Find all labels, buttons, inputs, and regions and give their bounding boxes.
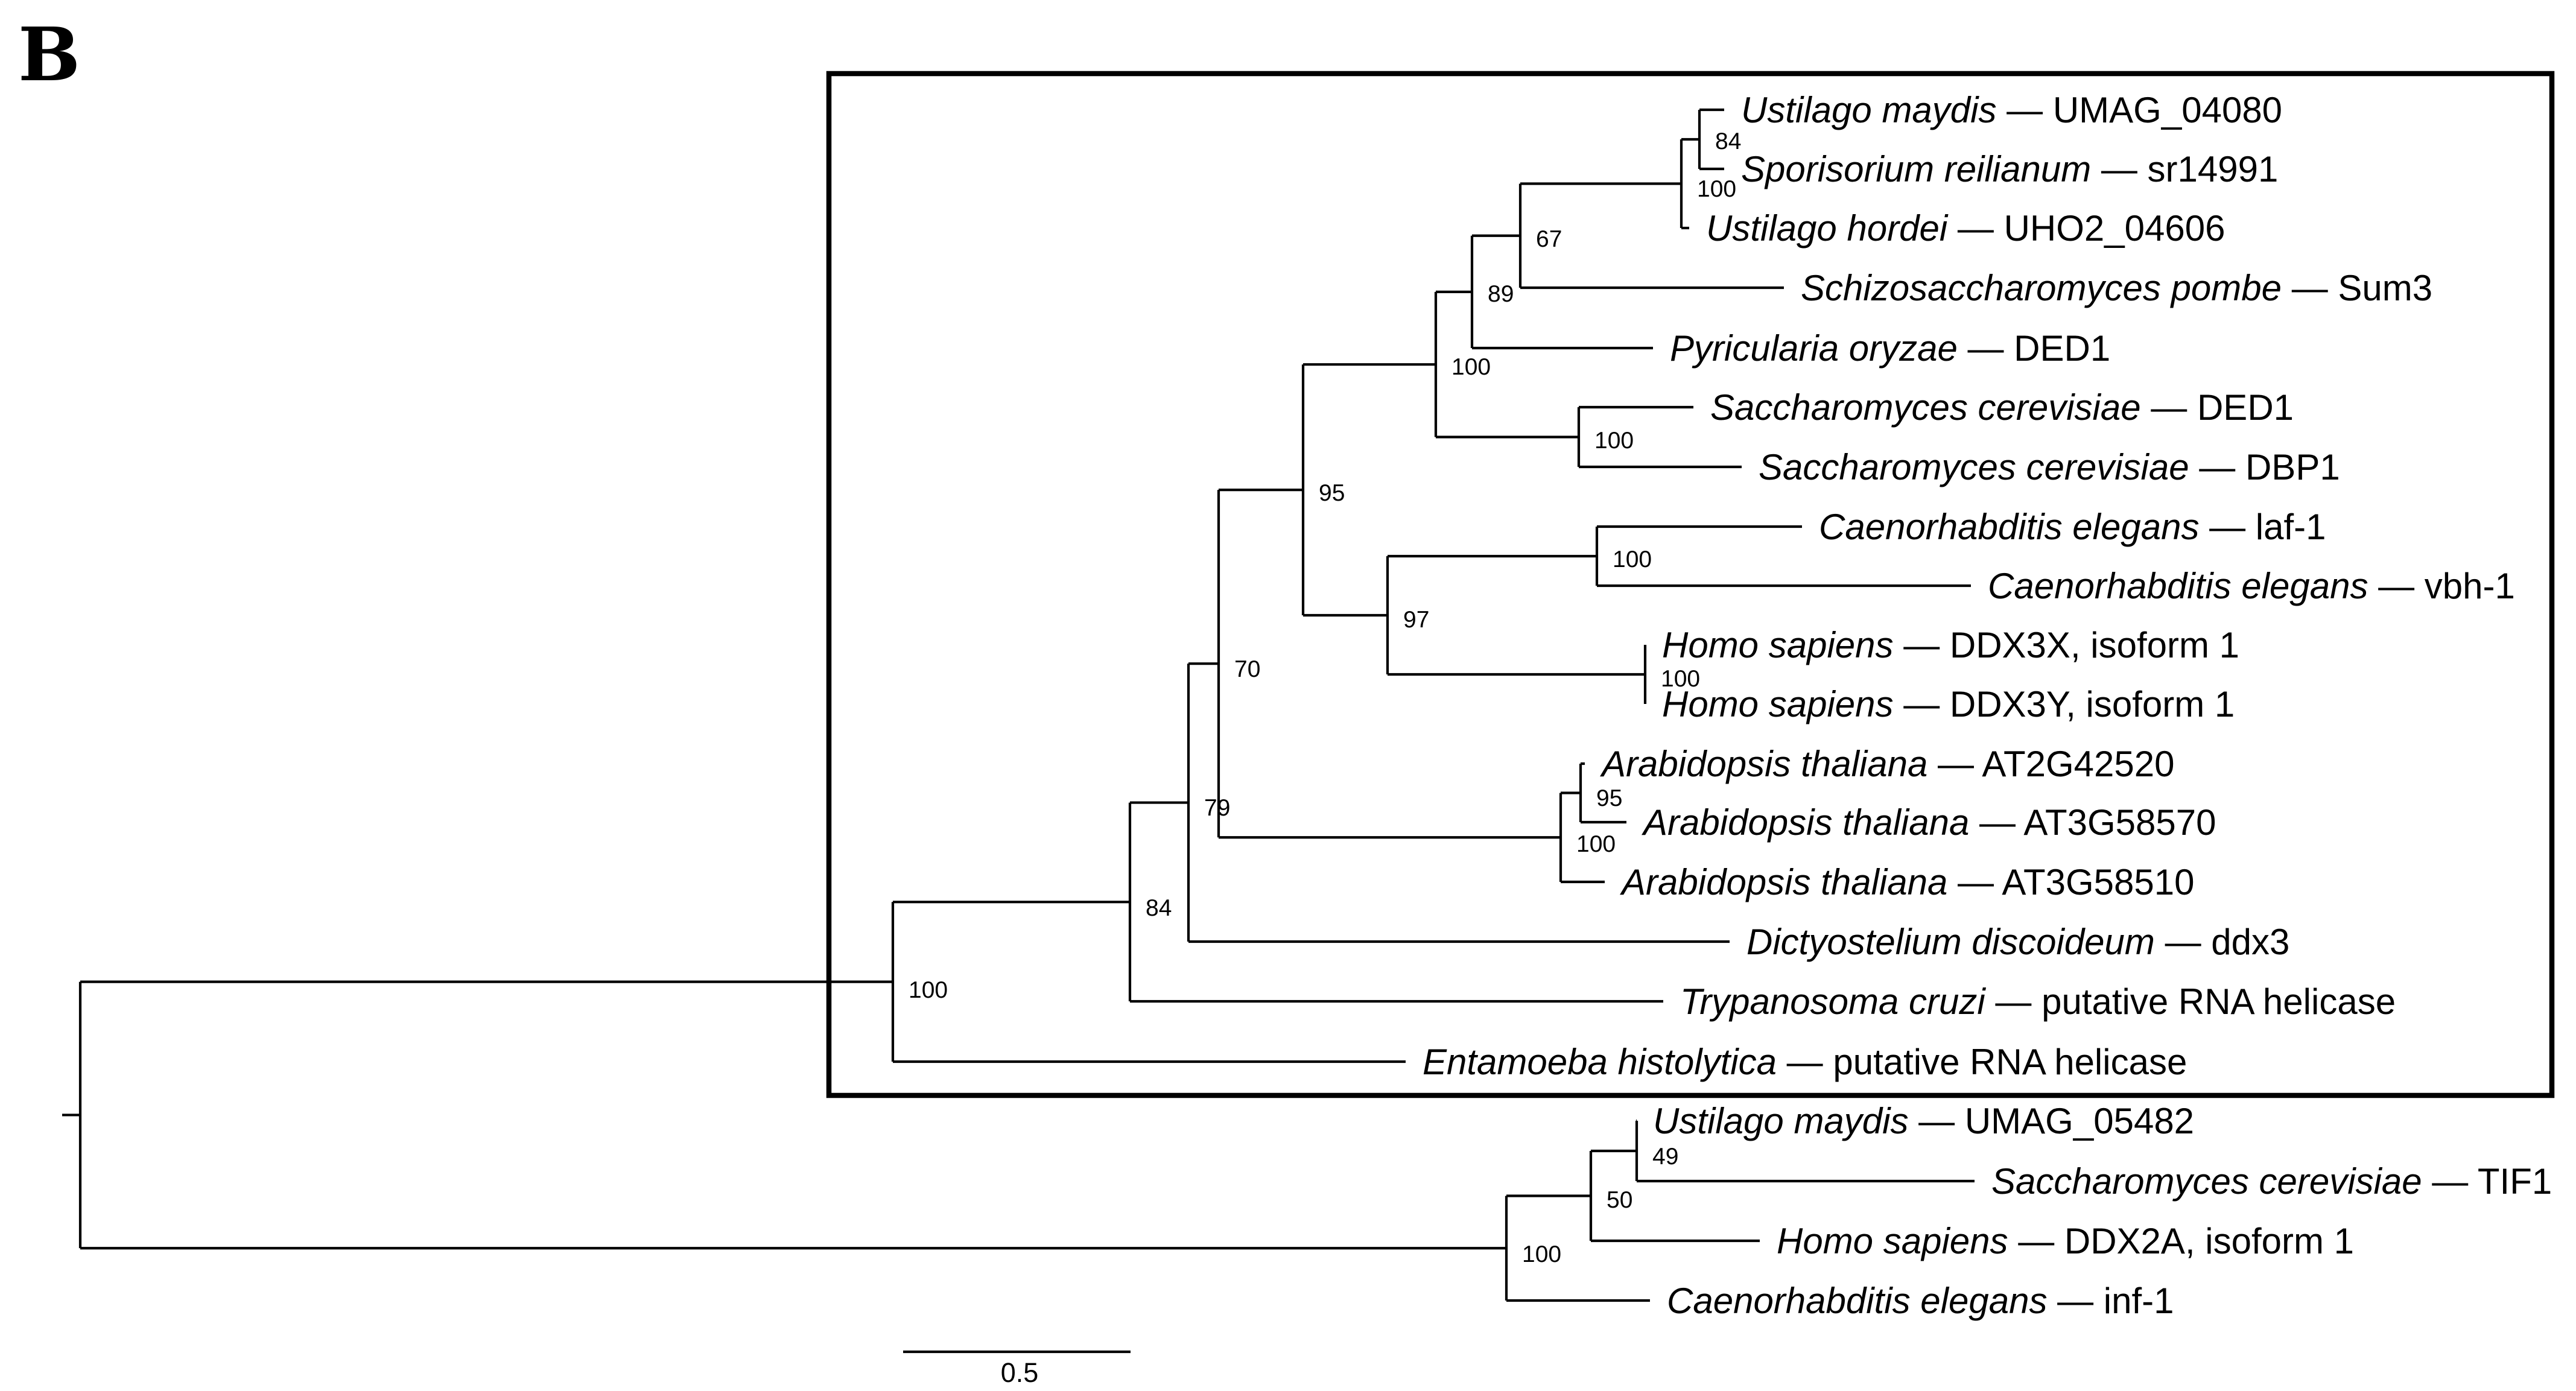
leaf-gene-name: — DDX3Y, isoform 1 xyxy=(1894,684,2235,724)
leaf-gene-name: — TIF1 xyxy=(2422,1161,2552,1202)
bootstrap-support-value: 100 xyxy=(1661,666,1700,692)
leaf-gene-name: — DDX2A, isoform 1 xyxy=(2008,1221,2355,1261)
bootstrap-support-value: 100 xyxy=(1451,354,1491,380)
leaf-gene-name: — DED1 xyxy=(2141,387,2294,428)
panel-letter: B xyxy=(18,11,80,98)
bootstrap-support-value: 67 xyxy=(1536,226,1562,252)
leaf-gene-name: — ddx3 xyxy=(2155,922,2289,962)
leaf-gene-name: — laf-1 xyxy=(2199,507,2326,547)
leaf-label: Ustilago maydis — UMAG_05482 xyxy=(1653,1101,2194,1141)
leaf-species-name: Pyricularia oryzae xyxy=(1670,328,1958,369)
leaf-species-name: Homo sapiens xyxy=(1662,625,1894,665)
bootstrap-support-value: 84 xyxy=(1715,128,1741,154)
leaf-species-name: Ustilago hordei xyxy=(1706,208,1949,249)
bootstrap-support-value: 70 xyxy=(1234,656,1260,682)
bootstrap-support-value: 79 xyxy=(1204,795,1230,821)
bootstrap-support-value: 95 xyxy=(1596,785,1622,811)
leaf-label: Entamoeba histolytica — putative RNA hel… xyxy=(1423,1042,2187,1082)
leaf-label: Saccharomyces cerevisiae — DED1 xyxy=(1710,387,2294,428)
leaf-species-name: Saccharomyces cerevisiae xyxy=(1991,1161,2422,1202)
scale-bar-label: 0.5 xyxy=(1001,1357,1039,1388)
support-values: 84 100 67 89 100 100 95 100 97 100 70 95 100 79 84 100 4… xyxy=(909,128,1741,1267)
leaf-gene-name: — DBP1 xyxy=(2189,447,2340,487)
leaf-species-name: Entamoeba histolytica xyxy=(1423,1042,1777,1082)
leaf-species-name: Caenorhabditis elegans xyxy=(1667,1281,2047,1321)
leaf-label: Pyricularia oryzae — DED1 xyxy=(1670,328,2110,369)
leaf-species-name: Homo sapiens xyxy=(1662,684,1894,724)
bootstrap-support-value: 100 xyxy=(1576,831,1616,857)
leaf-gene-name: — DED1 xyxy=(1958,328,2110,369)
leaf-gene-name: — DDX3X, isoform 1 xyxy=(1894,625,2240,665)
leaf-gene-name: — Sum3 xyxy=(2282,268,2432,308)
leaf-gene-name: — UMAG_05482 xyxy=(1909,1101,2195,1141)
leaf-gene-name: — vbh-1 xyxy=(2368,566,2514,606)
leaf-gene-name: — UHO2_04606 xyxy=(1947,208,2225,249)
leaf-species-name: Saccharomyces cerevisiae xyxy=(1710,387,2141,428)
leaf-label: Caenorhabditis elegans — laf-1 xyxy=(1819,507,2326,547)
leaf-species-name: Arabidopsis thaliana xyxy=(1600,744,1927,784)
leaf-species-name: Caenorhabditis elegans xyxy=(1988,566,2368,606)
bootstrap-support-value: 84 xyxy=(1146,895,1172,921)
leaf-species-name: Sporisorium reilianum xyxy=(1741,149,2091,189)
leaf-label: Saccharomyces cerevisiae — TIF1 xyxy=(1991,1161,2552,1202)
leaf-species-name: Ustilago maydis xyxy=(1741,90,1997,130)
leaf-label: Homo sapiens — DDX2A, isoform 1 xyxy=(1777,1221,2354,1261)
leaf-label: Arabidopsis thaliana — AT3G58570 xyxy=(1642,802,2216,843)
leaf-label: Ustilago hordei — UHO2_04606 xyxy=(1706,208,2225,249)
clade-highlight-box xyxy=(826,71,2555,1098)
leaf-species-name: Caenorhabditis elegans xyxy=(1819,507,2199,547)
bootstrap-support-value: 95 xyxy=(1319,480,1345,506)
leaf-species-name: Arabidopsis thaliana xyxy=(1642,802,1969,843)
bootstrap-support-value: 100 xyxy=(1613,547,1652,572)
leaf-label: Sporisorium reilianum — sr14991 xyxy=(1741,149,2278,189)
leaf-gene-name: — AT3G58510 xyxy=(1947,862,2194,902)
bootstrap-support-value: 100 xyxy=(1697,176,1736,202)
bootstrap-support-value: 100 xyxy=(909,977,948,1003)
leaf-label: Arabidopsis thaliana — AT3G58510 xyxy=(1620,862,2195,902)
leaf-label: Homo sapiens — DDX3X, isoform 1 xyxy=(1662,625,2239,665)
leaf-label: Homo sapiens — DDX3Y, isoform 1 xyxy=(1662,684,2235,724)
leaf-gene-name: — sr14991 xyxy=(2091,149,2278,189)
leaf-gene-name: — inf-1 xyxy=(2047,1281,2174,1321)
bootstrap-support-value: 49 xyxy=(1652,1144,1678,1170)
leaf-species-name: Saccharomyces cerevisiae xyxy=(1759,447,2189,487)
bootstrap-support-value: 89 xyxy=(1488,281,1514,307)
leaf-gene-name: — AT2G42520 xyxy=(1927,744,2174,784)
bootstrap-support-value: 50 xyxy=(1607,1187,1632,1213)
leaf-label: Ustilago maydis — UMAG_04080 xyxy=(1741,90,2282,130)
leaf-gene-name: — AT3G58570 xyxy=(1969,802,2216,843)
leaf-label: Schizosaccharomyces pombe — Sum3 xyxy=(1801,268,2432,308)
leaf-species-name: Ustilago maydis xyxy=(1653,1101,1909,1141)
bootstrap-support-value: 100 xyxy=(1522,1241,1561,1267)
leaf-label: Caenorhabditis elegans — vbh-1 xyxy=(1988,566,2515,606)
leaf-gene-name: — putative RNA helicase xyxy=(1985,981,2396,1022)
leaf-label: Caenorhabditis elegans — inf-1 xyxy=(1667,1281,2174,1321)
leaf-species-name: Homo sapiens xyxy=(1777,1221,2008,1261)
leaf-label: Trypanosoma cruzi — putative RNA helicas… xyxy=(1680,981,2396,1022)
leaf-species-name: Schizosaccharomyces pombe xyxy=(1801,268,2282,308)
leaf-species-name: Dictyostelium discoideum xyxy=(1746,922,2155,962)
bootstrap-support-value: 97 xyxy=(1403,607,1429,633)
leaf-label: Arabidopsis thaliana — AT2G42520 xyxy=(1600,744,2175,784)
leaf-labels: Ustilago maydis — UMAG_04080Sporisorium … xyxy=(1423,90,2552,1321)
leaf-species-name: Trypanosoma cruzi xyxy=(1680,981,1986,1022)
scale-bar: 0.5 xyxy=(903,1350,1131,1388)
leaf-label: Dictyostelium discoideum — ddx3 xyxy=(1746,922,2289,962)
tree-branches xyxy=(62,108,1975,1302)
leaf-label: Saccharomyces cerevisiae — DBP1 xyxy=(1759,447,2340,487)
leaf-gene-name: — UMAG_04080 xyxy=(1997,90,2283,130)
bootstrap-support-value: 100 xyxy=(1594,428,1634,454)
leaf-species-name: Arabidopsis thaliana xyxy=(1620,862,1947,902)
leaf-gene-name: — putative RNA helicase xyxy=(1777,1042,2187,1082)
